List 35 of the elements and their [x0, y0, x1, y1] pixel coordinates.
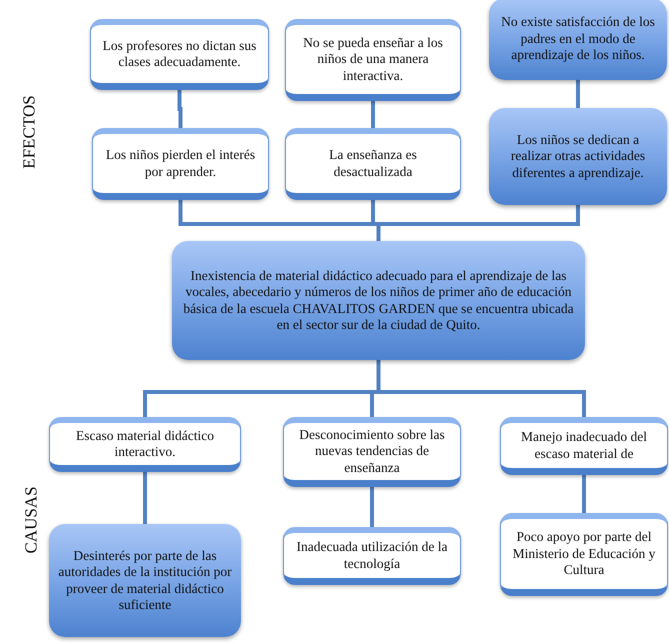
- box-text: Escaso material didáctico interactivo.: [75, 428, 215, 460]
- cause-box: [49, 417, 241, 472]
- box-text: Desinterés por parte de las autoridades de la institución por proveer de material didáctico suficiente: [57, 548, 233, 614]
- box-text: Los niños se dedican a realizar otras actividades diferentes a aprendizaje.: [510, 132, 646, 182]
- cause-box: [283, 527, 461, 585]
- box-text: Inadecuada utilización de la tecnología: [295, 539, 449, 572]
- section-label: CAUSAS: [22, 486, 42, 554]
- connector-line: [143, 472, 147, 524]
- box-text: Los profesores no dictan sus clases adecuadamente.: [102, 38, 258, 70]
- box-text: La enseñanza es desactualizada: [328, 147, 418, 180]
- connector-line: [376, 205, 580, 241]
- effect-box: [92, 128, 269, 200]
- cause-box: [500, 513, 668, 596]
- box-text: Poco apoyo por parte del Ministerio de Educación y Cultura: [512, 529, 656, 579]
- box-text: Manejo inadecuado del escaso material de: [520, 429, 648, 462]
- effect-box: [90, 19, 269, 90]
- box-text: No se pueda enseñar a los niños de una manera interactiva.: [302, 34, 444, 84]
- connector-line: [576, 80, 580, 108]
- effect-box: [489, 108, 667, 205]
- effect-box: [285, 128, 461, 200]
- cause-box: [500, 417, 668, 475]
- box-text: No existe satisfacción de los padres en el modo de aprendizaje de los niños.: [500, 14, 656, 64]
- section-label: EFECTOS: [20, 95, 40, 169]
- box-text: Inexistencia de material didáctico adecuado para el aprendizaje de las vocales, abecedario y números de los niños de primer año de educación básica de la escuela CHAVALITOS GARDEN que se encuentra ubicada en el sector sur de la ciudad de Quito.: [182, 268, 575, 334]
- problem-box: [172, 241, 585, 360]
- effect-box: [489, 0, 667, 80]
- cause-box: [49, 524, 241, 637]
- connector-line: [582, 475, 586, 513]
- effect-box: [285, 19, 461, 101]
- connector-line: [370, 487, 374, 527]
- connector-line: [371, 101, 375, 128]
- box-text: Desconocimiento sobre las nuevas tendencias de enseñanza: [298, 426, 446, 476]
- box-text: Los niños pierden el interés por aprender.: [104, 147, 256, 180]
- cause-box: [283, 417, 461, 487]
- connector-line: [178, 90, 182, 128]
